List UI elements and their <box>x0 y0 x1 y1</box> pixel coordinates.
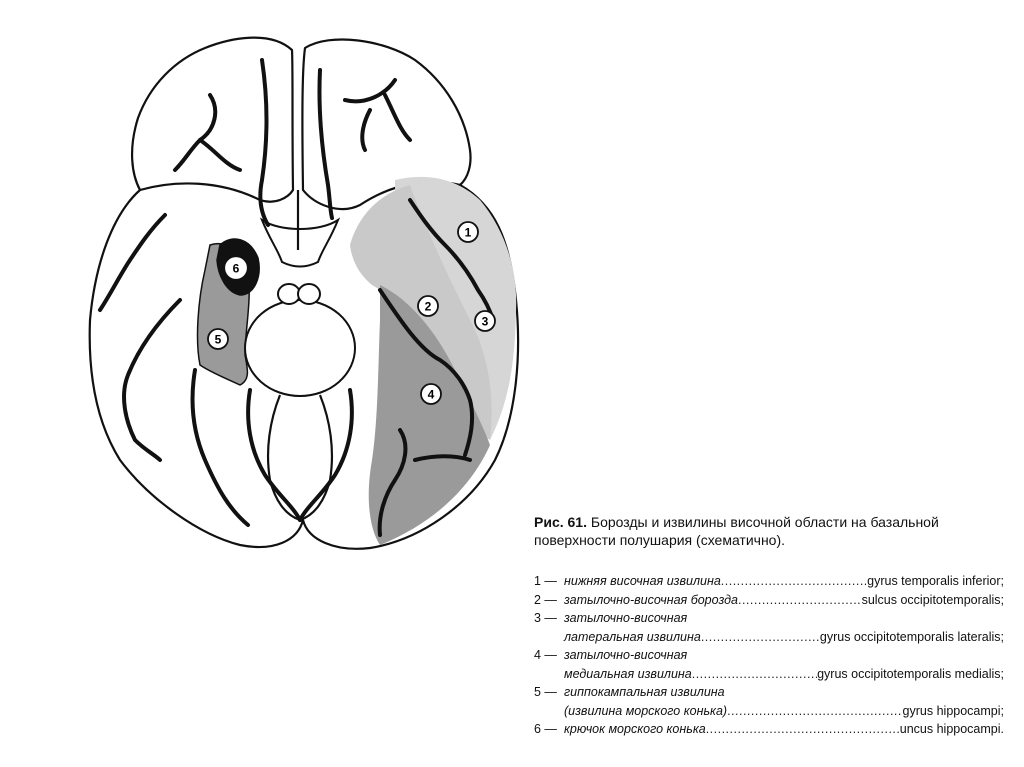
legend-number: 5 — <box>534 685 557 699</box>
sulcus-right-branch <box>413 454 472 462</box>
legend-russian-term: гиппокампальная извилина <box>564 685 725 699</box>
left-frontal-lobe <box>130 36 295 203</box>
legend: 1 — нижняя височная извилина gyrus tempo… <box>534 572 1004 739</box>
legend-latin-term: uncus hippocampi. <box>899 722 1004 736</box>
figure-caption: Рис. 61. Борозды и извилины височной обл… <box>534 513 1004 549</box>
marker-3-label: 3 <box>482 315 489 329</box>
legend-item: 4 — затылочно-височная <box>534 646 1004 665</box>
legend-latin-term: gyrus occipitotemporalis lateralis; <box>819 629 1004 644</box>
legend-russian-term: затылочно-височная борозда <box>564 592 738 607</box>
legend-number: 2 — <box>534 592 557 607</box>
leader-dots <box>706 720 900 739</box>
legend-number: 1 — <box>534 574 557 588</box>
legend-number: 6 — <box>534 722 557 736</box>
sulcus-right-medial-line <box>299 394 334 522</box>
legend-number: 3 — <box>534 611 557 625</box>
sulcus-left-olfactory <box>258 58 270 227</box>
leader-dots <box>692 665 817 684</box>
legend-item-continuation: медиальная извилина gyrus occipitotempor… <box>534 665 1004 684</box>
legend-latin-term: gyrus temporalis inferior; <box>867 574 1004 588</box>
brainstem-section <box>244 299 356 397</box>
legend-item: 6 — крючок морского конька uncus hippoca… <box>534 720 1004 739</box>
region-medial-occipitotemporal-gyrus <box>368 285 490 545</box>
sulcus-left-collateral <box>246 388 302 522</box>
sulcus-left-occipitotemporal <box>190 368 250 527</box>
marker-2: 2 <box>417 295 439 317</box>
leader-dots <box>727 702 902 721</box>
legend-latin-term: sulcus occipitotemporalis; <box>861 592 1004 607</box>
sulcus-left-temporal-2 <box>122 298 182 462</box>
legend-item: 1 — нижняя височная извилина gyrus tempo… <box>534 572 1004 591</box>
legend-russian-term: затылочно-височная <box>564 611 688 625</box>
marker-5: 5 <box>207 328 229 350</box>
leader-dots <box>721 572 867 591</box>
sulcus-right-collateral <box>298 388 354 522</box>
legend-russian-term: латеральная извилина <box>564 629 701 644</box>
leader-dots <box>701 628 820 647</box>
marker-3: 3 <box>474 310 496 332</box>
legend-item-continuation: (извилина морского конька) gyrus hippoca… <box>534 702 1004 721</box>
sulcus-right-medial <box>377 428 408 537</box>
sulcus-left-temporal-1 <box>98 213 167 312</box>
sulcus-right-olfactory <box>317 68 334 220</box>
figure-number: Рис. 61. <box>534 514 587 530</box>
sulcus-left-medial-line <box>266 394 301 522</box>
marker-4-label: 4 <box>428 388 435 402</box>
legend-item: 2 — затылочно-височная борозда sulcus oc… <box>534 591 1004 610</box>
legend-item-continuation: латеральная извилина gyrus occipitotempo… <box>534 628 1004 647</box>
marker-5-label: 5 <box>215 333 222 347</box>
figure-caption-text: Борозды и извилины височной области на б… <box>534 514 939 548</box>
marker-1: 1 <box>457 221 479 243</box>
legend-russian-term: крючок морского конька <box>564 722 706 736</box>
leader-dots <box>738 591 862 610</box>
legend-latin-term: gyrus occipitotemporalis medialis; <box>817 666 1004 681</box>
sulcus-right-frontal-1 <box>343 78 412 152</box>
legend-russian-term: (извилина морского конька) <box>564 703 728 718</box>
legend-latin-term: gyrus hippocampi; <box>902 703 1004 718</box>
mammillary-body-right <box>297 283 321 305</box>
sulcus-right-inferior-temporal <box>408 198 495 322</box>
marker-4: 4 <box>420 383 442 405</box>
legend-russian-term: нижняя височная извилина <box>564 574 721 588</box>
optic-chiasm <box>259 217 341 268</box>
legend-item: 3 — затылочно-височная <box>534 609 1004 628</box>
legend-item: 5 — гиппокампальная извилина <box>534 683 1004 702</box>
mammillary-body-left <box>277 283 301 305</box>
legend-russian-term: затылочно-височная <box>564 648 688 662</box>
marker-1-label: 1 <box>465 226 472 240</box>
legend-number: 4 — <box>534 648 557 662</box>
sulcus-left-frontal-2 <box>198 138 242 172</box>
marker-6-label: 6 <box>233 262 240 276</box>
marker-6: 6 <box>225 257 247 279</box>
right-frontal-lobe <box>301 38 472 210</box>
sulcus-left-frontal-1 <box>173 93 218 172</box>
sulcus-right-occipitotemporal <box>378 288 475 457</box>
legend-russian-term: медиальная извилина <box>564 666 692 681</box>
marker-2-label: 2 <box>425 300 432 314</box>
